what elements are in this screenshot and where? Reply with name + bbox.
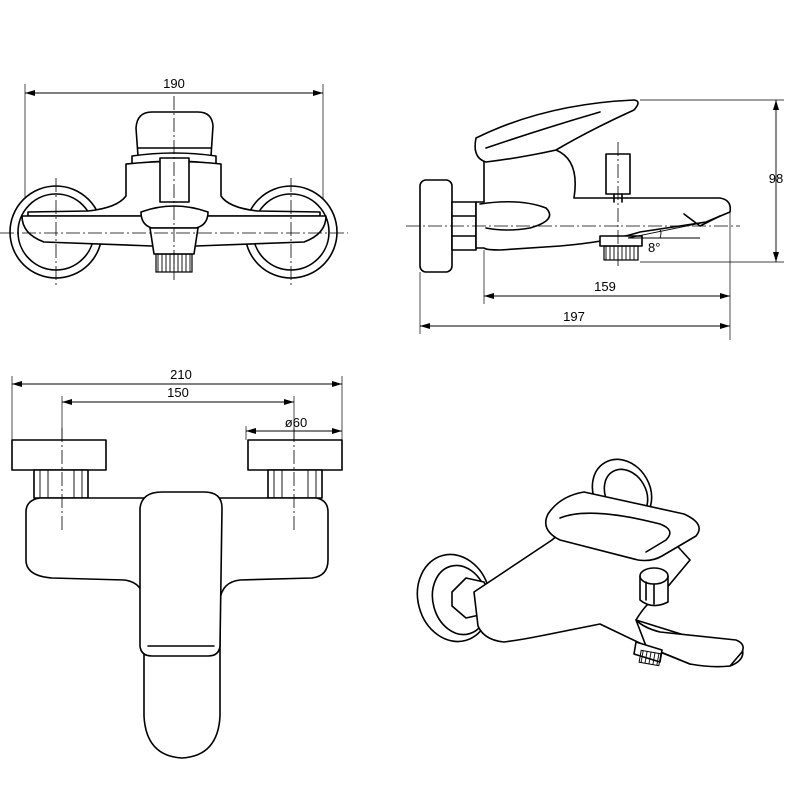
- iso-diverter: [639, 567, 669, 607]
- spout-nozzle: [140, 205, 209, 229]
- dimension-label-angle: 8°: [648, 240, 660, 255]
- front-view: 190: [0, 76, 348, 286]
- dimension-98: 98: [640, 99, 784, 263]
- dimension-angle-8: 8°: [627, 221, 707, 255]
- dimension-210: 210: [11, 367, 343, 440]
- dimension-label-98: 98: [769, 171, 783, 186]
- dimension-159: 159: [483, 212, 731, 340]
- dimension-label-190: 190: [163, 76, 185, 91]
- dimension-label-197: 197: [563, 309, 585, 324]
- dimension-150: 150: [61, 385, 295, 440]
- dimension-label-150: 150: [167, 385, 189, 400]
- dimension-190: 190: [24, 76, 324, 215]
- top-right-escutcheon: [247, 439, 343, 471]
- diverter-housing: [159, 157, 190, 203]
- handle-lever: [135, 111, 214, 157]
- dimension-label-159: 159: [594, 279, 616, 294]
- top-handle: [139, 491, 223, 657]
- side-lever: [474, 99, 639, 163]
- top-left-nut: [33, 469, 89, 499]
- isometric-view: [416, 458, 744, 668]
- top-left-escutcheon: [11, 439, 107, 471]
- iso-spout: [635, 619, 744, 668]
- side-view: 98 8° 159 197: [406, 99, 784, 340]
- side-body: [475, 149, 732, 251]
- dimension-197: 197: [419, 272, 730, 334]
- dimension-label-210: 210: [170, 367, 192, 382]
- top-view: 210 150 ø60: [11, 367, 343, 759]
- dimension-label-60: ø60: [285, 415, 307, 430]
- iso-outlet-thread: [638, 649, 662, 667]
- top-right-nut: [267, 469, 323, 499]
- side-outlet-thread: [603, 245, 639, 261]
